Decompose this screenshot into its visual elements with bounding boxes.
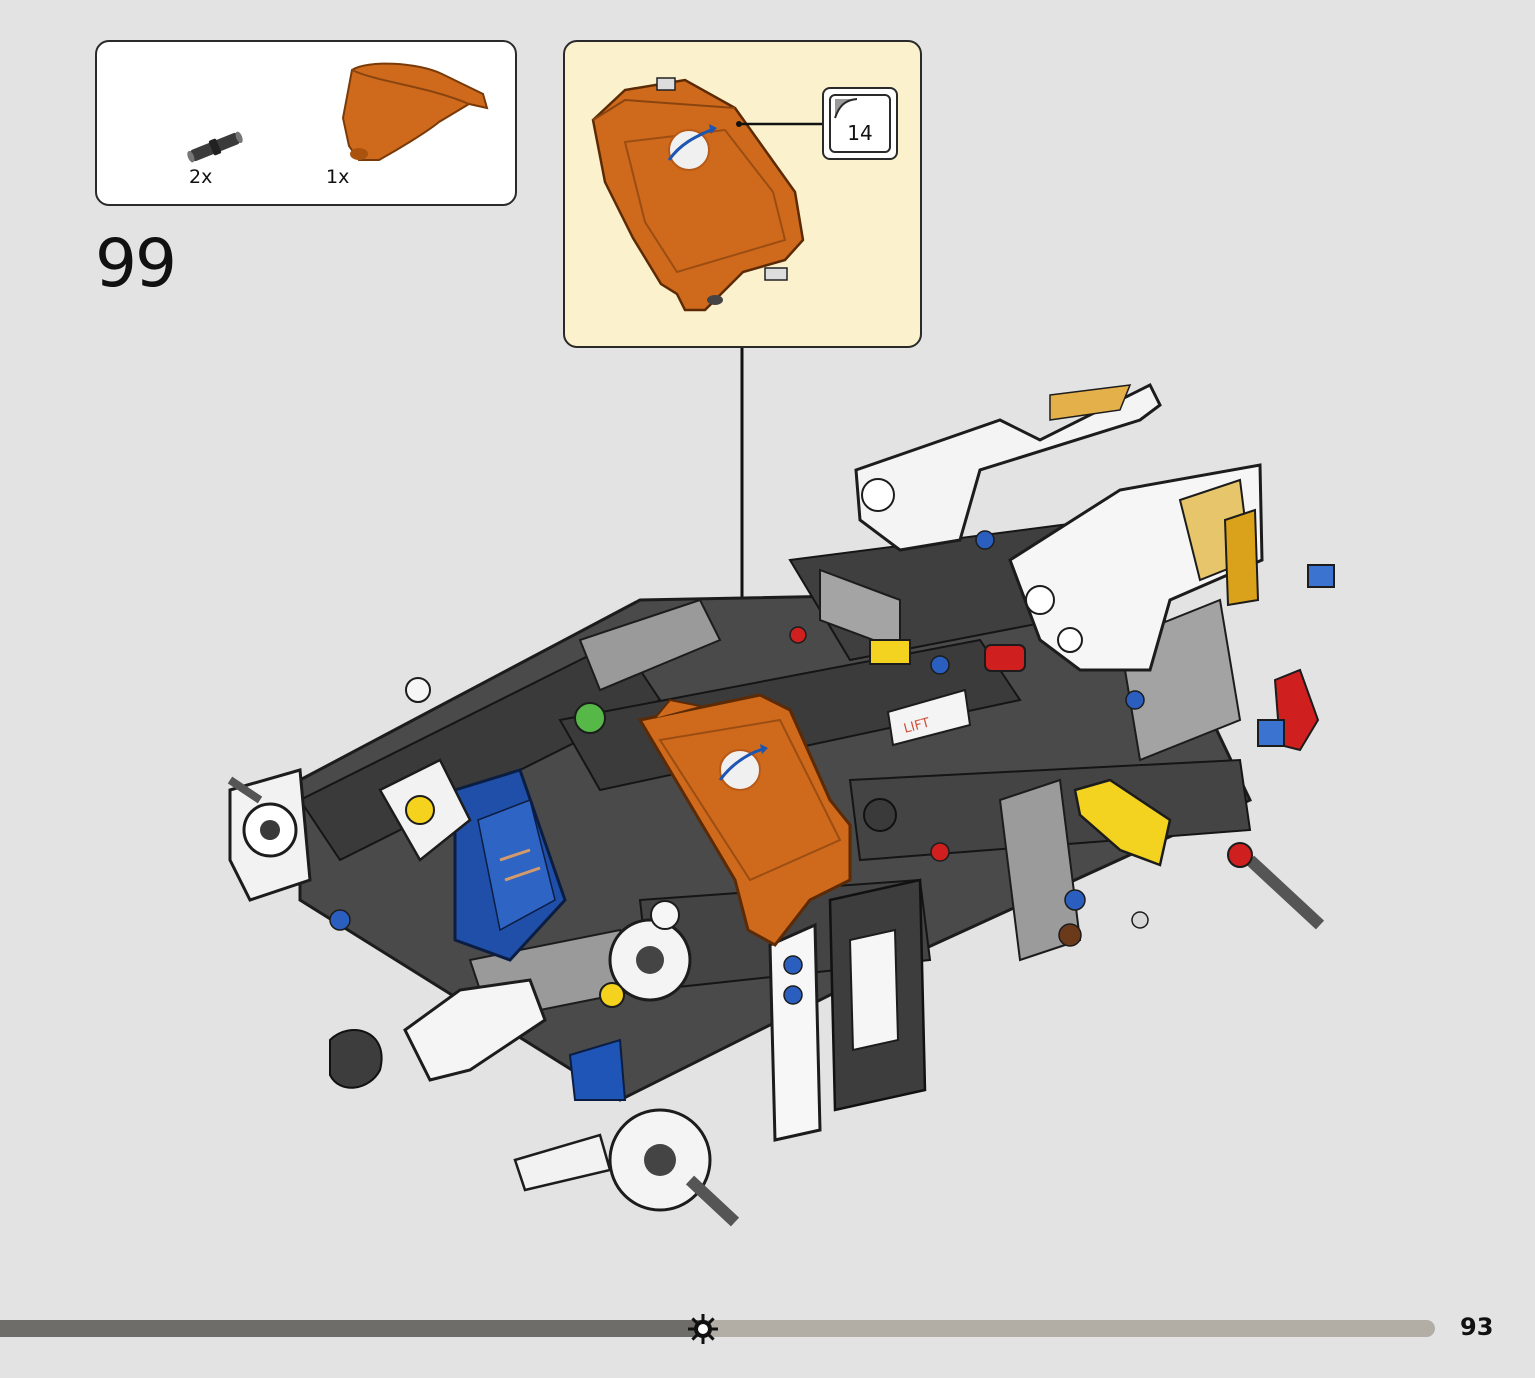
axle-pin-icon (187, 131, 243, 163)
sticker-number: 14 (847, 121, 873, 145)
yellow-beam (869, 639, 1172, 867)
front-white-fairing (403, 978, 627, 1101)
front-left-hub (227, 758, 472, 1089)
gray-beams (468, 568, 1242, 1022)
placed-orange-panel (637, 693, 852, 947)
sticker-sheet-icon: 14 (829, 94, 891, 153)
sticker-reference-box: 14 (822, 87, 898, 160)
model-illustration: LIFT (227, 348, 1335, 1227)
rear-right-parts (984, 564, 1335, 930)
pins-and-holes (329, 530, 1145, 947)
page-number: 93 (1460, 1313, 1494, 1341)
parts-illustrations (187, 62, 489, 163)
orange-panel-icon (341, 62, 489, 161)
callout-panel-illustration (591, 77, 825, 312)
lift-sticker-label: LIFT (902, 716, 931, 737)
progress-gear-icon (688, 1314, 718, 1344)
part-quantity: 1x (326, 166, 350, 188)
step-number: 99 (95, 225, 177, 302)
parts-list-box: 2x 1x (95, 40, 517, 206)
white-vertical-beam (768, 878, 927, 1142)
progress-fill (0, 1320, 703, 1337)
white-body-panels (854, 382, 1264, 672)
space-emblem-icon (667, 124, 717, 171)
part-quantity: 2x (189, 166, 213, 188)
lift-sticker: LIFT (886, 688, 972, 747)
blue-seat (453, 768, 567, 962)
front-right-hub (513, 918, 740, 1227)
